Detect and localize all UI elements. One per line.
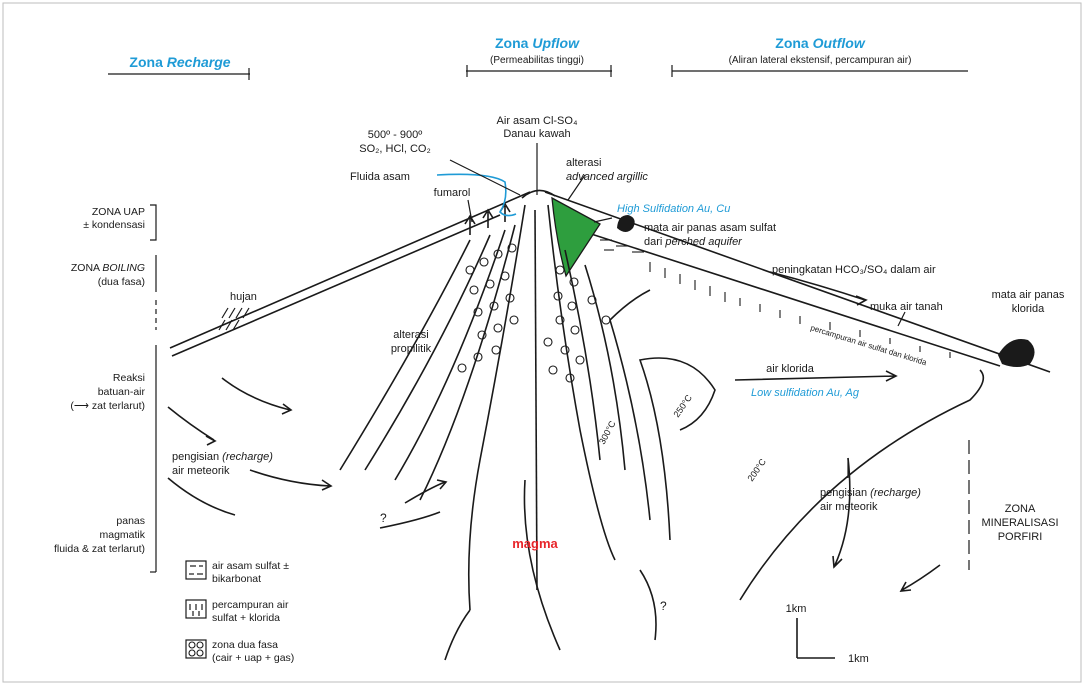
alterasi-prop-label-2: propilitik bbox=[391, 343, 432, 355]
fumarol-label: fumarol bbox=[434, 187, 471, 199]
hco3-label: peningkatan HCO₃/SO₄ dalam air bbox=[772, 264, 936, 276]
svg-text:Zona Recharge: Zona Recharge bbox=[129, 54, 230, 70]
alterasi-label: alterasi bbox=[566, 157, 601, 169]
dua-fasa-label: (dua fasa) bbox=[98, 276, 145, 288]
kondensasi-label: ± kondensasi bbox=[83, 219, 145, 231]
alterasi-prop-label-1: alterasi bbox=[393, 329, 428, 341]
legend-sulfate-label-2: bikarbonat bbox=[212, 573, 261, 585]
hujan-label: hujan bbox=[230, 291, 257, 303]
pengisian-right-1: pengisian (recharge) bbox=[820, 487, 921, 499]
mata-air-asam-label: mata air panas asam sulfat bbox=[644, 222, 776, 234]
outflow-subtitle: (Aliran lateral ekstensif, percampuran a… bbox=[729, 55, 912, 66]
batuan-air-label: batuan-air bbox=[98, 386, 146, 398]
mata-air-klorida-label-2: klorida bbox=[1012, 303, 1045, 315]
danau-label: Danau kawah bbox=[503, 128, 570, 140]
porfiri-label-3: PORFIRI bbox=[998, 531, 1043, 543]
gases-label: SO₂, HCl, CO₂ bbox=[359, 143, 431, 155]
mata-air-klorida-label-1: mata air panas bbox=[992, 289, 1065, 301]
scale-horizontal-label: 1km bbox=[848, 653, 869, 665]
legend-twophase-label-2: (cair + uap + gas) bbox=[212, 652, 294, 664]
air-klorida-label: air klorida bbox=[766, 363, 815, 375]
zona-boiling-label: ZONA BOILING bbox=[71, 262, 145, 274]
porfiri-label-1: ZONA bbox=[1005, 503, 1036, 515]
temp-label: 500º - 900º bbox=[368, 129, 423, 141]
two-phase-icon bbox=[186, 640, 206, 658]
pengisian-left-2: air meteorik bbox=[172, 465, 230, 477]
high-sulfidation-label: High Sulfidation Au, Cu bbox=[617, 203, 730, 215]
sulfate-water-icon bbox=[186, 561, 206, 579]
low-sulfidation-label: Low sulfidation Au, Ag bbox=[751, 387, 860, 399]
panas-label: panas bbox=[116, 515, 145, 527]
legend-mixing-label-2: sulfat + klorida bbox=[212, 612, 280, 624]
question-right: ? bbox=[660, 599, 667, 613]
scale-vertical-label: 1km bbox=[786, 603, 807, 615]
perched-aquifer-label: dari perched aquifer bbox=[644, 236, 743, 248]
air-asam-label: Air asam Cl-SO₄ bbox=[497, 115, 578, 127]
reaksi-label: Reaksi bbox=[113, 372, 145, 384]
muka-air-label: muka air tanah bbox=[870, 301, 943, 313]
legend-sulfate-label-1: air asam sulfat ± bbox=[212, 560, 289, 572]
pengisian-left-1: pengisian (recharge) bbox=[172, 451, 273, 463]
magma-label: magma bbox=[512, 536, 558, 551]
fluida-zat-label: fluida & zat terlarut) bbox=[54, 543, 145, 555]
fluida-asam-label: Fluida asam bbox=[350, 171, 410, 183]
legend-mixing-label-1: percampuran air bbox=[212, 599, 289, 611]
question-left: ? bbox=[380, 511, 387, 525]
zat-terlarut-label: (⟶ zat terlarut) bbox=[70, 400, 145, 412]
legend-twophase-label-1: zona dua fasa bbox=[212, 639, 278, 651]
svg-text:Zona Upflow: Zona Upflow bbox=[495, 35, 580, 51]
svg-text:Zona Outflow: Zona Outflow bbox=[775, 35, 866, 51]
pengisian-right-2: air meteorik bbox=[820, 501, 878, 513]
upflow-subtitle: (Permeabilitas tinggi) bbox=[490, 55, 584, 66]
advanced-argillic-label: advanced argillic bbox=[566, 171, 648, 183]
porfiri-label-2: MINERALISASI bbox=[981, 517, 1058, 529]
magmatik-label: magmatik bbox=[99, 529, 145, 541]
zona-uap-label: ZONA UAP bbox=[92, 206, 145, 218]
